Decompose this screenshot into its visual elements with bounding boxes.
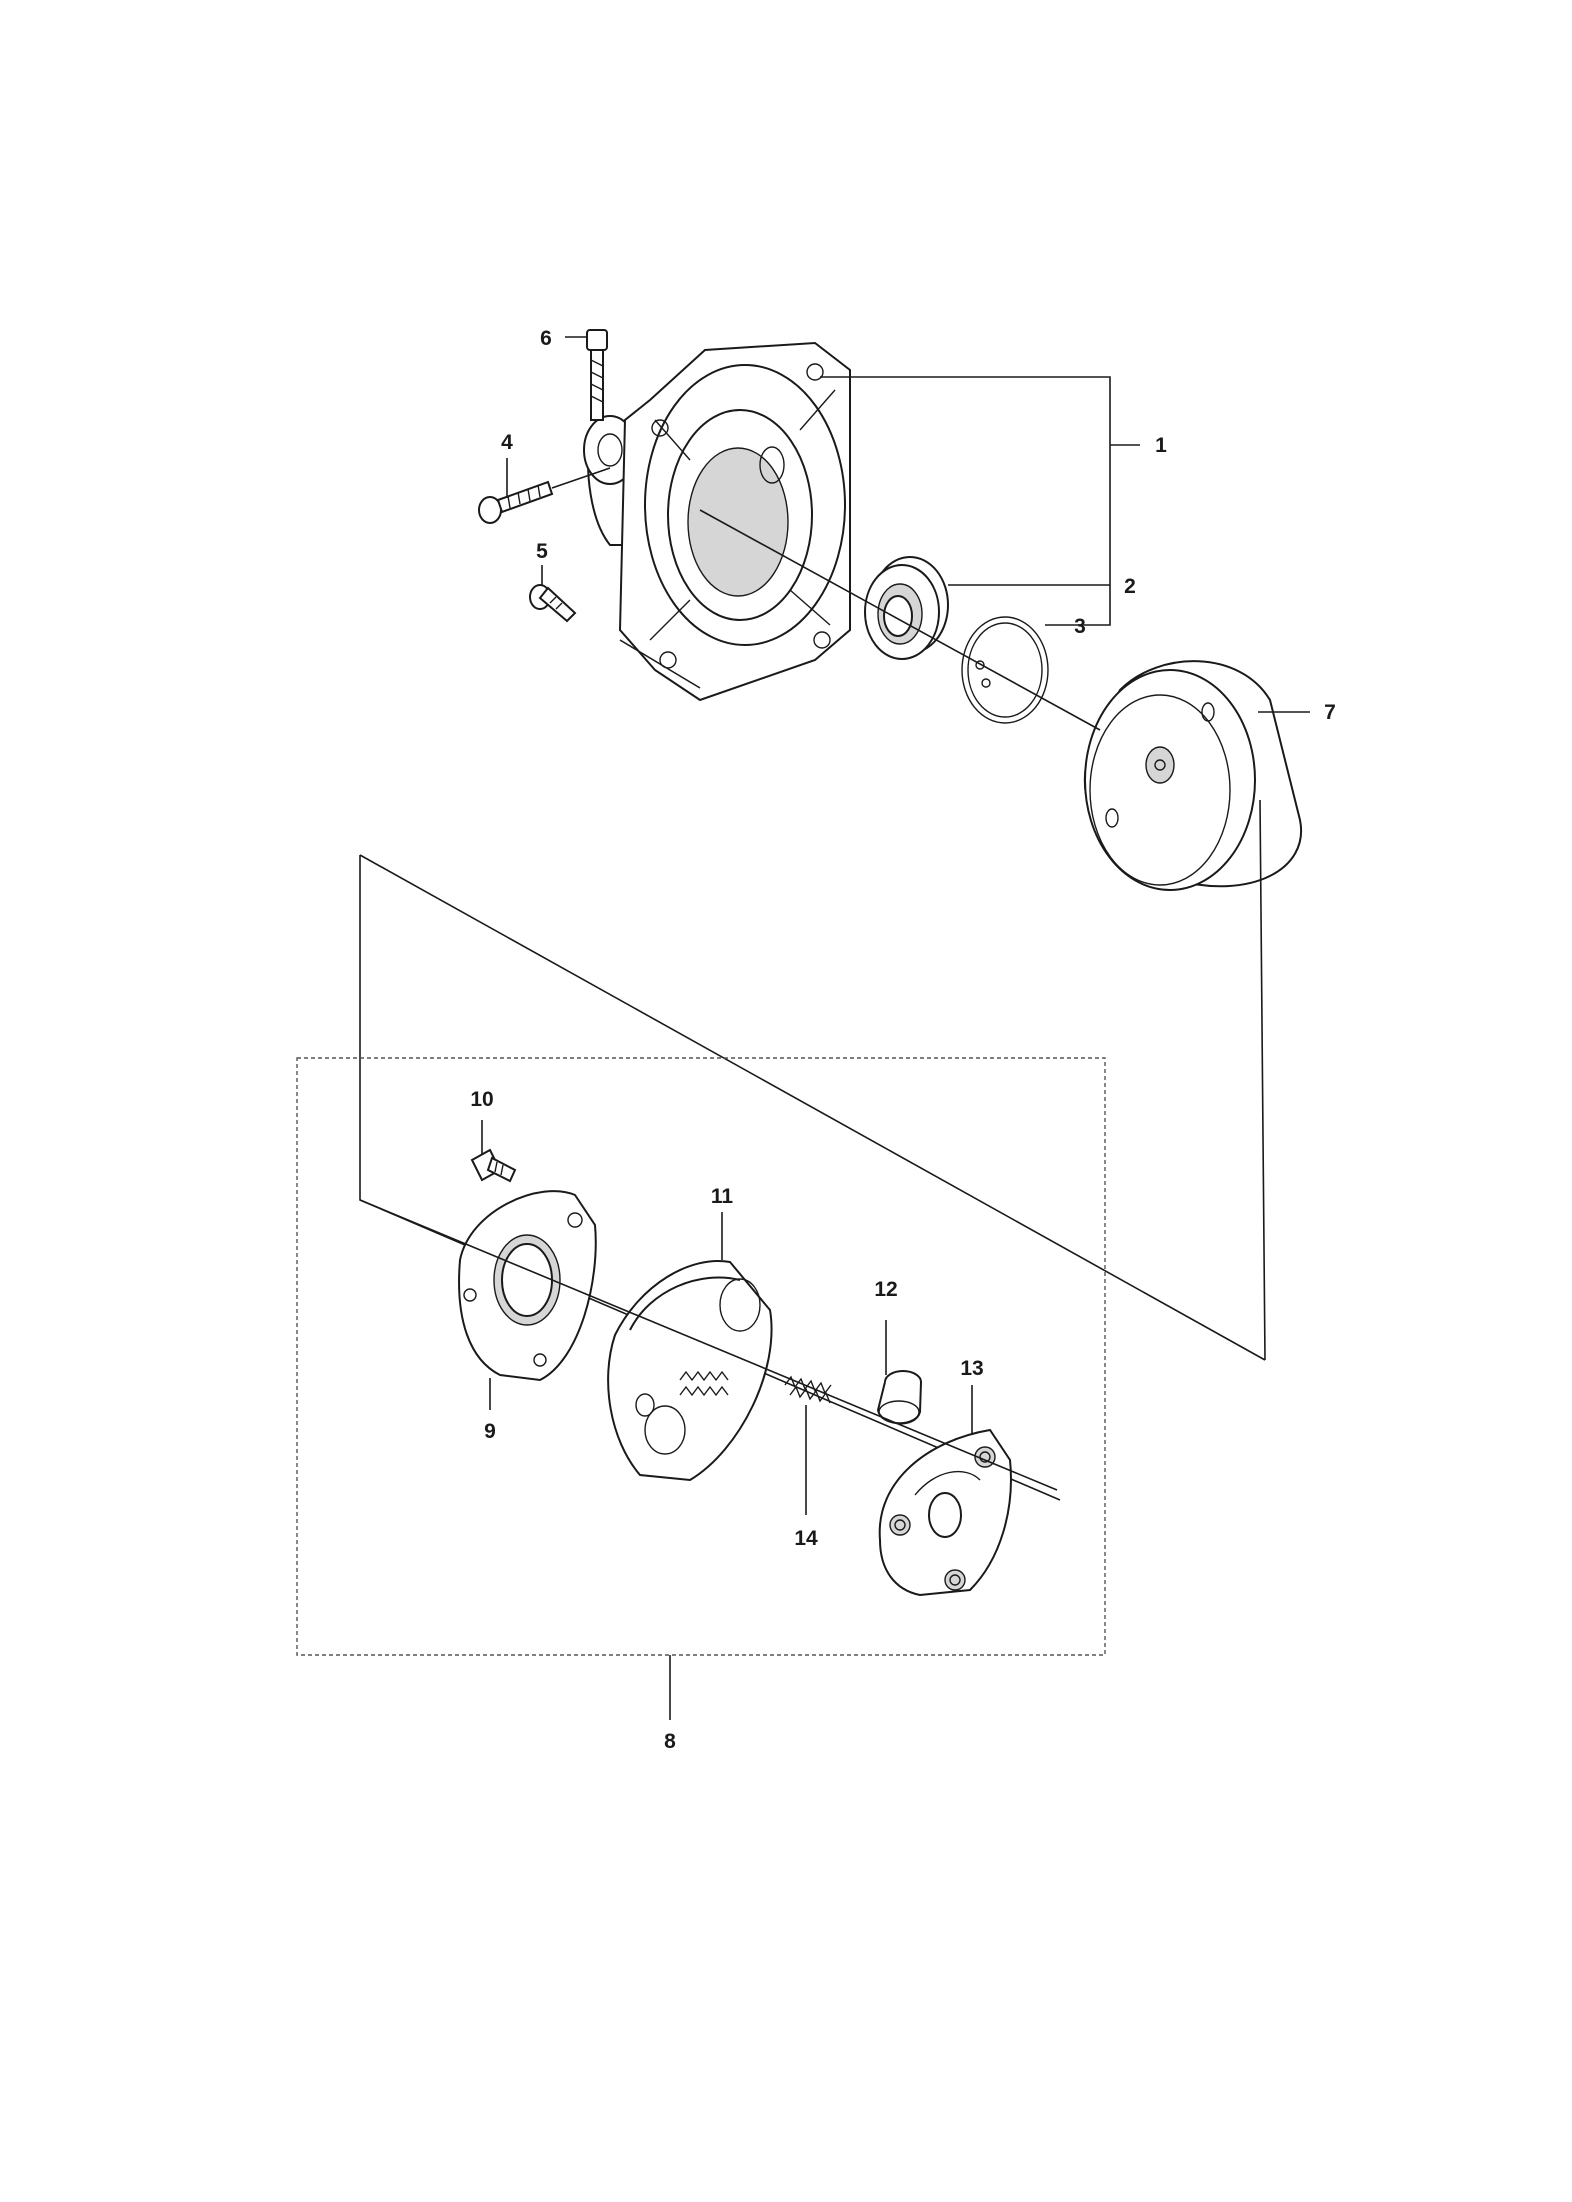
callout-12: 12: [874, 1278, 897, 1301]
alignment-line-diagonal: [359, 854, 1266, 1361]
callout-9: 9: [484, 1420, 496, 1443]
callout-8: 8: [664, 1730, 676, 1753]
plate-9-part: [458, 1190, 597, 1382]
bracket-1: [820, 376, 1111, 626]
alignment-line-right: [1259, 799, 1266, 1361]
callout-10: 10: [470, 1088, 493, 1111]
clutch-kit-boundary: [296, 1057, 1106, 1656]
callout-5: 5: [536, 540, 548, 563]
bushing-12-part: [876, 1370, 922, 1425]
callout-7: 7: [1324, 701, 1336, 724]
callout-1: 1: [1155, 434, 1167, 457]
callout-4: 4: [501, 431, 513, 454]
clutch-shoes-11-part: [607, 1260, 773, 1482]
axis-line-upper: [699, 509, 1101, 731]
callout-3: 3: [1074, 615, 1086, 638]
screw-5-part: [529, 584, 577, 623]
screw-4-guide-line: [551, 467, 611, 489]
callout-11: 11: [711, 1185, 734, 1208]
screw-4-part: [478, 480, 554, 524]
screw-5-guide-line: [619, 639, 701, 689]
bearing-2-part: [864, 556, 949, 660]
bolt-10-part: [470, 1148, 517, 1183]
callout-6: 6: [540, 327, 552, 350]
callout-13: 13: [960, 1357, 983, 1380]
callout-14: 14: [794, 1527, 818, 1550]
axis-line-lower: [359, 1199, 1058, 1491]
spring-14-part: [784, 1375, 832, 1404]
plate-13-part: [878, 1428, 1012, 1597]
clutch-housing-part: [583, 341, 851, 702]
screw-6-part: [586, 329, 608, 421]
circlip-3-part: [961, 616, 1049, 724]
callout-2: 2: [1124, 575, 1136, 598]
clutch-drum-7-part: [1084, 660, 1303, 891]
